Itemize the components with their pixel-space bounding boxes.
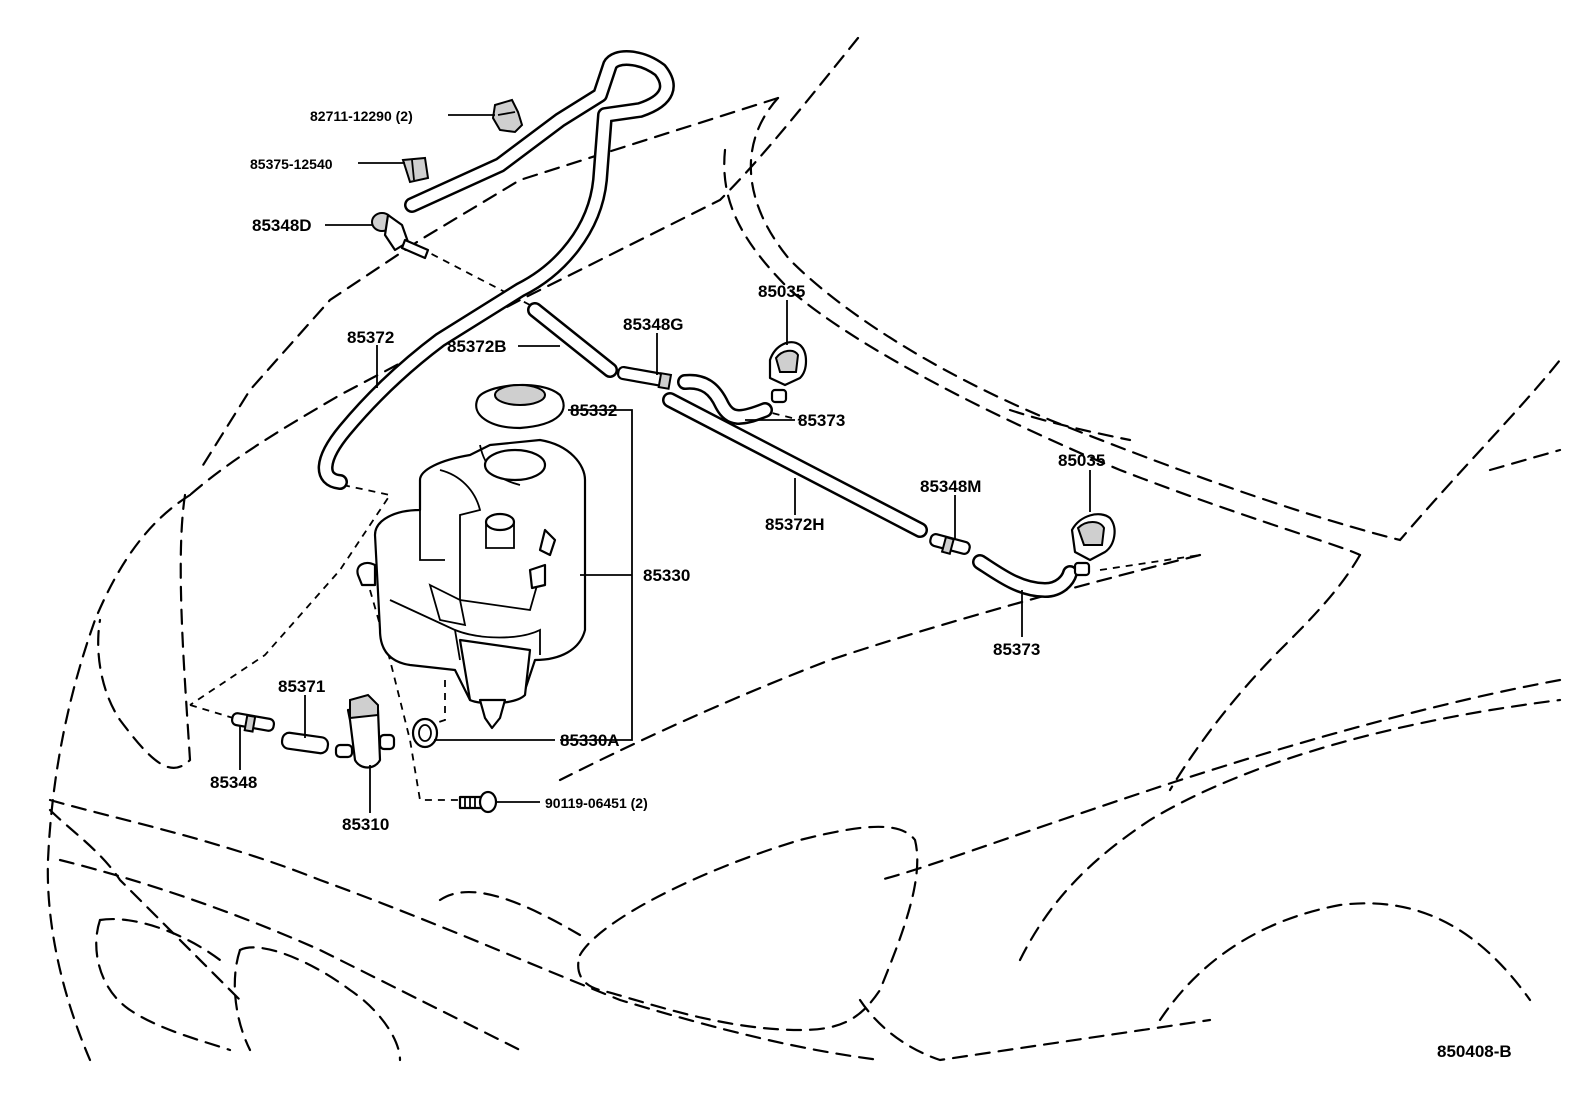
clip-82711	[491, 98, 524, 134]
hose-85373-right	[972, 554, 1078, 598]
label-bolt: 90119-06451 (2)	[545, 795, 648, 811]
label-hose-top: 85373	[798, 411, 845, 430]
bolt-90119	[458, 790, 498, 814]
leader-lines	[239, 114, 1091, 813]
diagram-id: 850408-B	[1437, 1042, 1512, 1061]
label-joint-g: 85348G	[623, 315, 684, 334]
cap-85332	[475, 383, 565, 430]
hose-85372	[317, 50, 675, 490]
washer-tank-85330	[356, 438, 587, 730]
label-joint: 85348	[210, 773, 257, 792]
label-grommet: 85330A	[560, 731, 620, 750]
grommet-85330a	[411, 717, 439, 749]
joint-85348	[230, 712, 276, 733]
joint-85348g	[616, 365, 673, 390]
label-nozzle-top: 85035	[758, 282, 805, 301]
label-clamp: 85375-12540	[250, 156, 333, 172]
hose-85373-top	[677, 373, 773, 425]
vehicle-body-outline	[46, 36, 1562, 1062]
label-pump: 85310	[342, 815, 389, 834]
label-hose-main: 85372	[347, 328, 394, 347]
label-joint-m: 85348M	[920, 477, 981, 496]
part-labels: 82711-12290 (2) 85375-12540 85348D 85372…	[210, 108, 1512, 1061]
hose-85372b	[527, 302, 618, 378]
hose-85371	[280, 731, 330, 755]
label-hose-h: 85372H	[765, 515, 825, 534]
clamp-85375	[401, 156, 430, 184]
label-clip: 82711-12290 (2)	[310, 108, 413, 124]
label-nozzle-right: 85035	[1058, 451, 1105, 470]
hose-85372h	[662, 392, 928, 538]
label-valve-d: 85348D	[252, 216, 312, 235]
label-cap: 85332	[570, 401, 617, 420]
label-hose-right: 85373	[993, 640, 1040, 659]
nozzle-85035-top	[768, 341, 808, 404]
label-tank: 85330	[643, 566, 690, 585]
joint-85348m	[929, 533, 971, 555]
label-hose-short: 85371	[278, 677, 325, 696]
pump-85310	[334, 693, 396, 769]
valve-85348d	[371, 212, 430, 260]
nozzle-85035-right	[1070, 513, 1116, 577]
label-hose-b: 85372B	[447, 337, 507, 356]
